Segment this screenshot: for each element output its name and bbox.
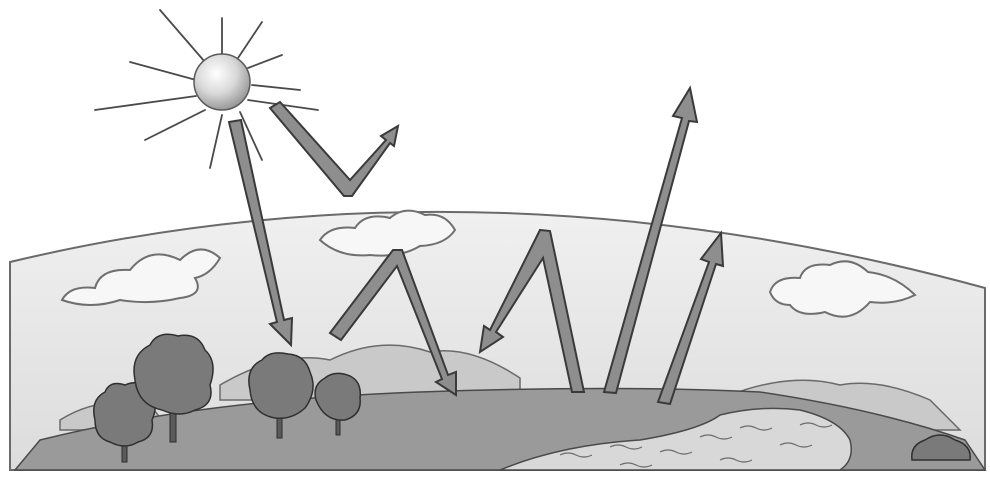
arrow-icon xyxy=(270,102,398,196)
sun-icon xyxy=(194,54,250,110)
